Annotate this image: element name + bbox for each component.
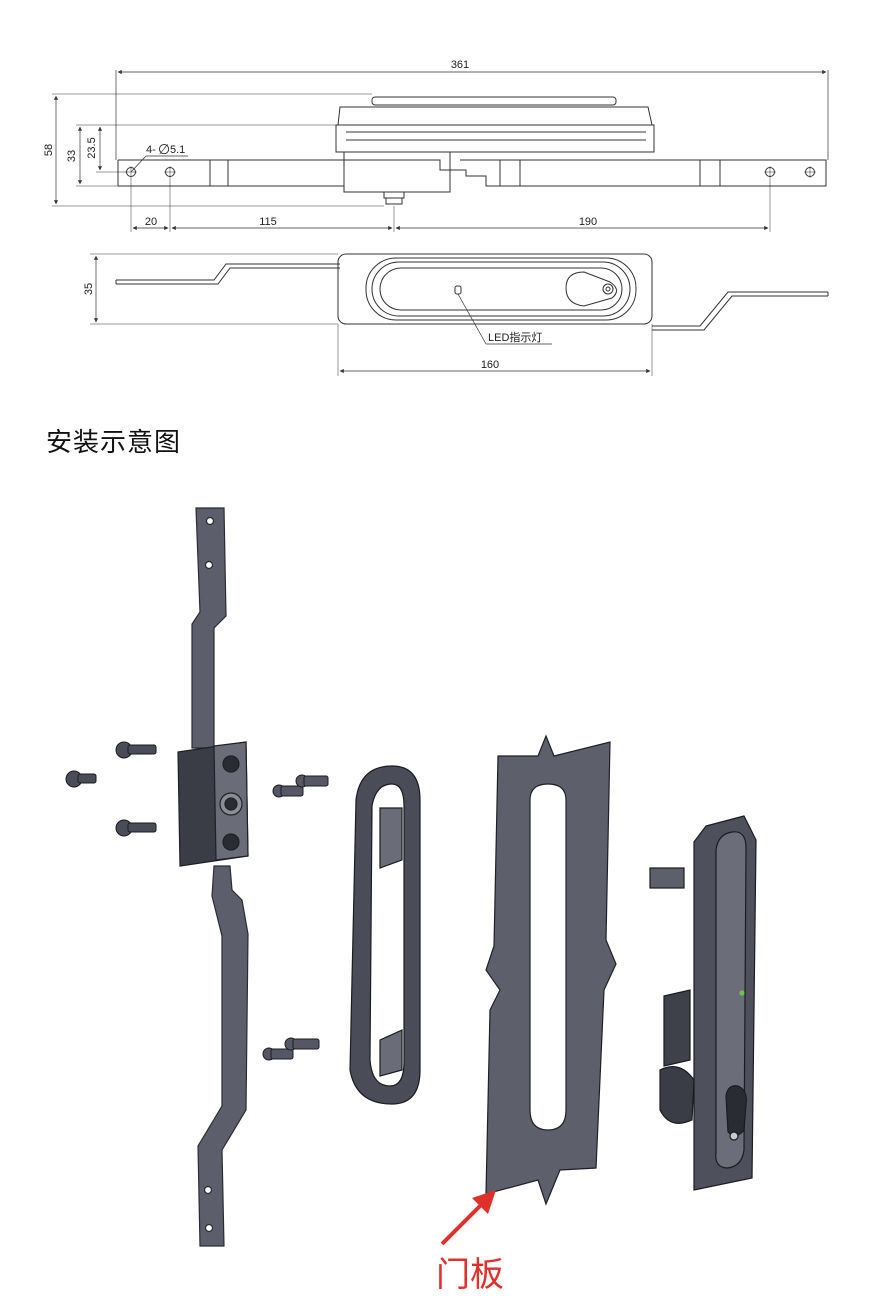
dim-20: 20 (145, 216, 157, 228)
pins (262, 774, 329, 1061)
connecting-rod (191, 507, 249, 1247)
lock-block (177, 741, 249, 867)
dim-115: 115 (259, 216, 277, 228)
screws-left (65, 741, 157, 837)
door-panel (485, 734, 617, 1206)
gasket-frame (349, 765, 421, 1105)
diameter-symbol: ∅ (158, 141, 170, 157)
front-view-drawing (90, 253, 829, 376)
side-elevation-drawing (52, 69, 829, 232)
led-indicator-label: LED指示灯 (488, 330, 542, 344)
dim-160: 160 (481, 359, 499, 371)
dim-190: 190 (579, 216, 597, 228)
hole-spec-value: 5.1 (170, 144, 185, 156)
dim-height-23-5: 23.5 (86, 137, 98, 158)
dim-height-33: 33 (66, 150, 78, 162)
dim-height-35: 35 (83, 283, 95, 295)
handle-assembly (649, 815, 757, 1191)
installation-diagram-title: 安装示意图 (46, 428, 182, 458)
installation-exploded-view (65, 507, 757, 1247)
dim-height-58: 58 (43, 144, 55, 156)
door-panel-pointer-arrow (440, 1190, 496, 1246)
door-panel-label: 门板 (436, 1255, 504, 1295)
dim-overall-length: 361 (451, 59, 469, 71)
hole-spec-prefix: 4- (146, 144, 156, 156)
